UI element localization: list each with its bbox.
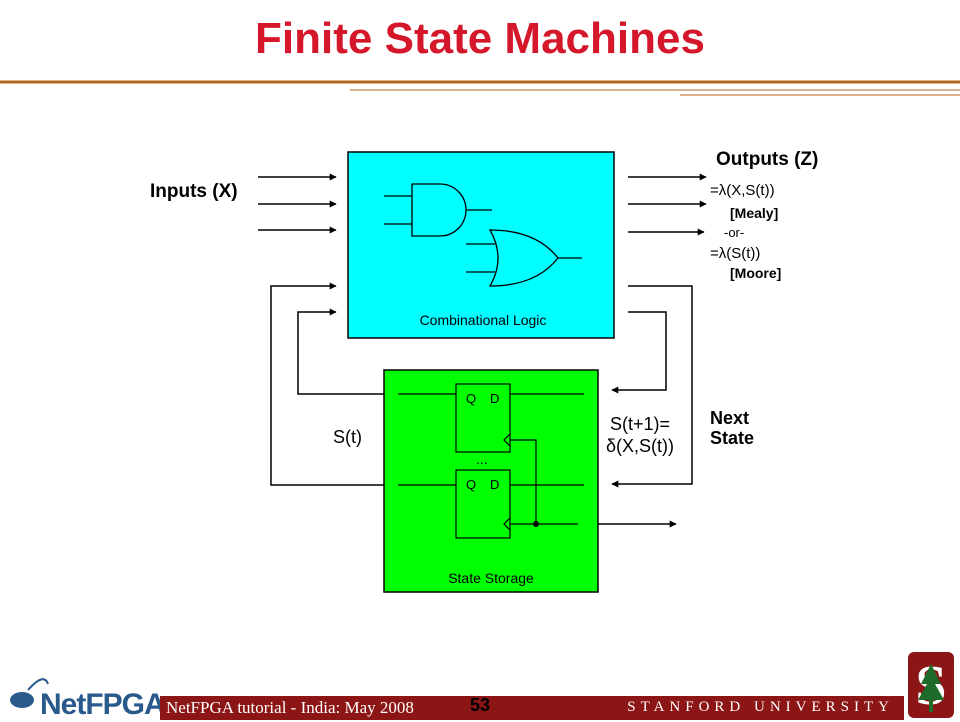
ff-top-q: Q bbox=[466, 391, 476, 406]
state-storage-box bbox=[383, 369, 599, 593]
next-state-label-line2: State bbox=[710, 428, 754, 448]
ff-top-d: D bbox=[490, 391, 499, 406]
flip-flop-top bbox=[455, 383, 511, 453]
flip-flop-ellipsis: ... bbox=[476, 451, 488, 467]
netfpga-logo-icon bbox=[10, 678, 49, 708]
or-label: -or- bbox=[724, 225, 744, 240]
and-gate-icon bbox=[384, 183, 492, 237]
storage-internal-wires bbox=[398, 393, 584, 525]
state-label: S(t) bbox=[333, 427, 362, 447]
transition-function-line2: δ(X,S(t)) bbox=[606, 436, 674, 456]
combinational-logic-label: Combinational Logic bbox=[420, 312, 547, 328]
transition-function-line1: S(t+1)= bbox=[610, 414, 670, 434]
ff-bottom-d: D bbox=[490, 477, 499, 492]
footer-tutorial-text: NetFPGA tutorial - India: May 2008 bbox=[166, 698, 414, 717]
next-state-label-line1: Next bbox=[710, 408, 749, 428]
moore-equation: =λ(S(t)) bbox=[710, 245, 760, 262]
inputs-label: Inputs (X) bbox=[150, 181, 238, 202]
mealy-label: [Mealy] bbox=[730, 205, 778, 221]
footer-stanford-text: STANFORD UNIVERSITY bbox=[627, 699, 894, 715]
or-gate-icon bbox=[466, 229, 582, 287]
flip-flop-bottom bbox=[455, 469, 511, 539]
mealy-equation: =λ(X,S(t)) bbox=[710, 182, 775, 199]
clock-junction-dot bbox=[533, 521, 539, 527]
ff-bottom-q: Q bbox=[466, 477, 476, 492]
next-state-wires bbox=[611, 285, 693, 488]
footer-bar: NetFPGA tutorial - India: May 2008 STANF… bbox=[160, 696, 904, 720]
state-storage-label: State Storage bbox=[448, 570, 534, 586]
page-number: 53 bbox=[469, 695, 491, 715]
outputs-label: Outputs (Z) bbox=[716, 149, 818, 170]
title-underline bbox=[0, 80, 960, 96]
combinational-logic-box bbox=[347, 151, 615, 339]
output-arrows bbox=[628, 173, 707, 236]
state-feedback-wires bbox=[270, 282, 384, 486]
stanford-logo-icon: S bbox=[908, 652, 954, 718]
slide-title: Finite State Machines bbox=[255, 14, 705, 63]
netfpga-logo-text: NetFPGA bbox=[40, 688, 166, 721]
moore-label: [Moore] bbox=[730, 265, 781, 281]
input-arrows bbox=[258, 173, 337, 234]
